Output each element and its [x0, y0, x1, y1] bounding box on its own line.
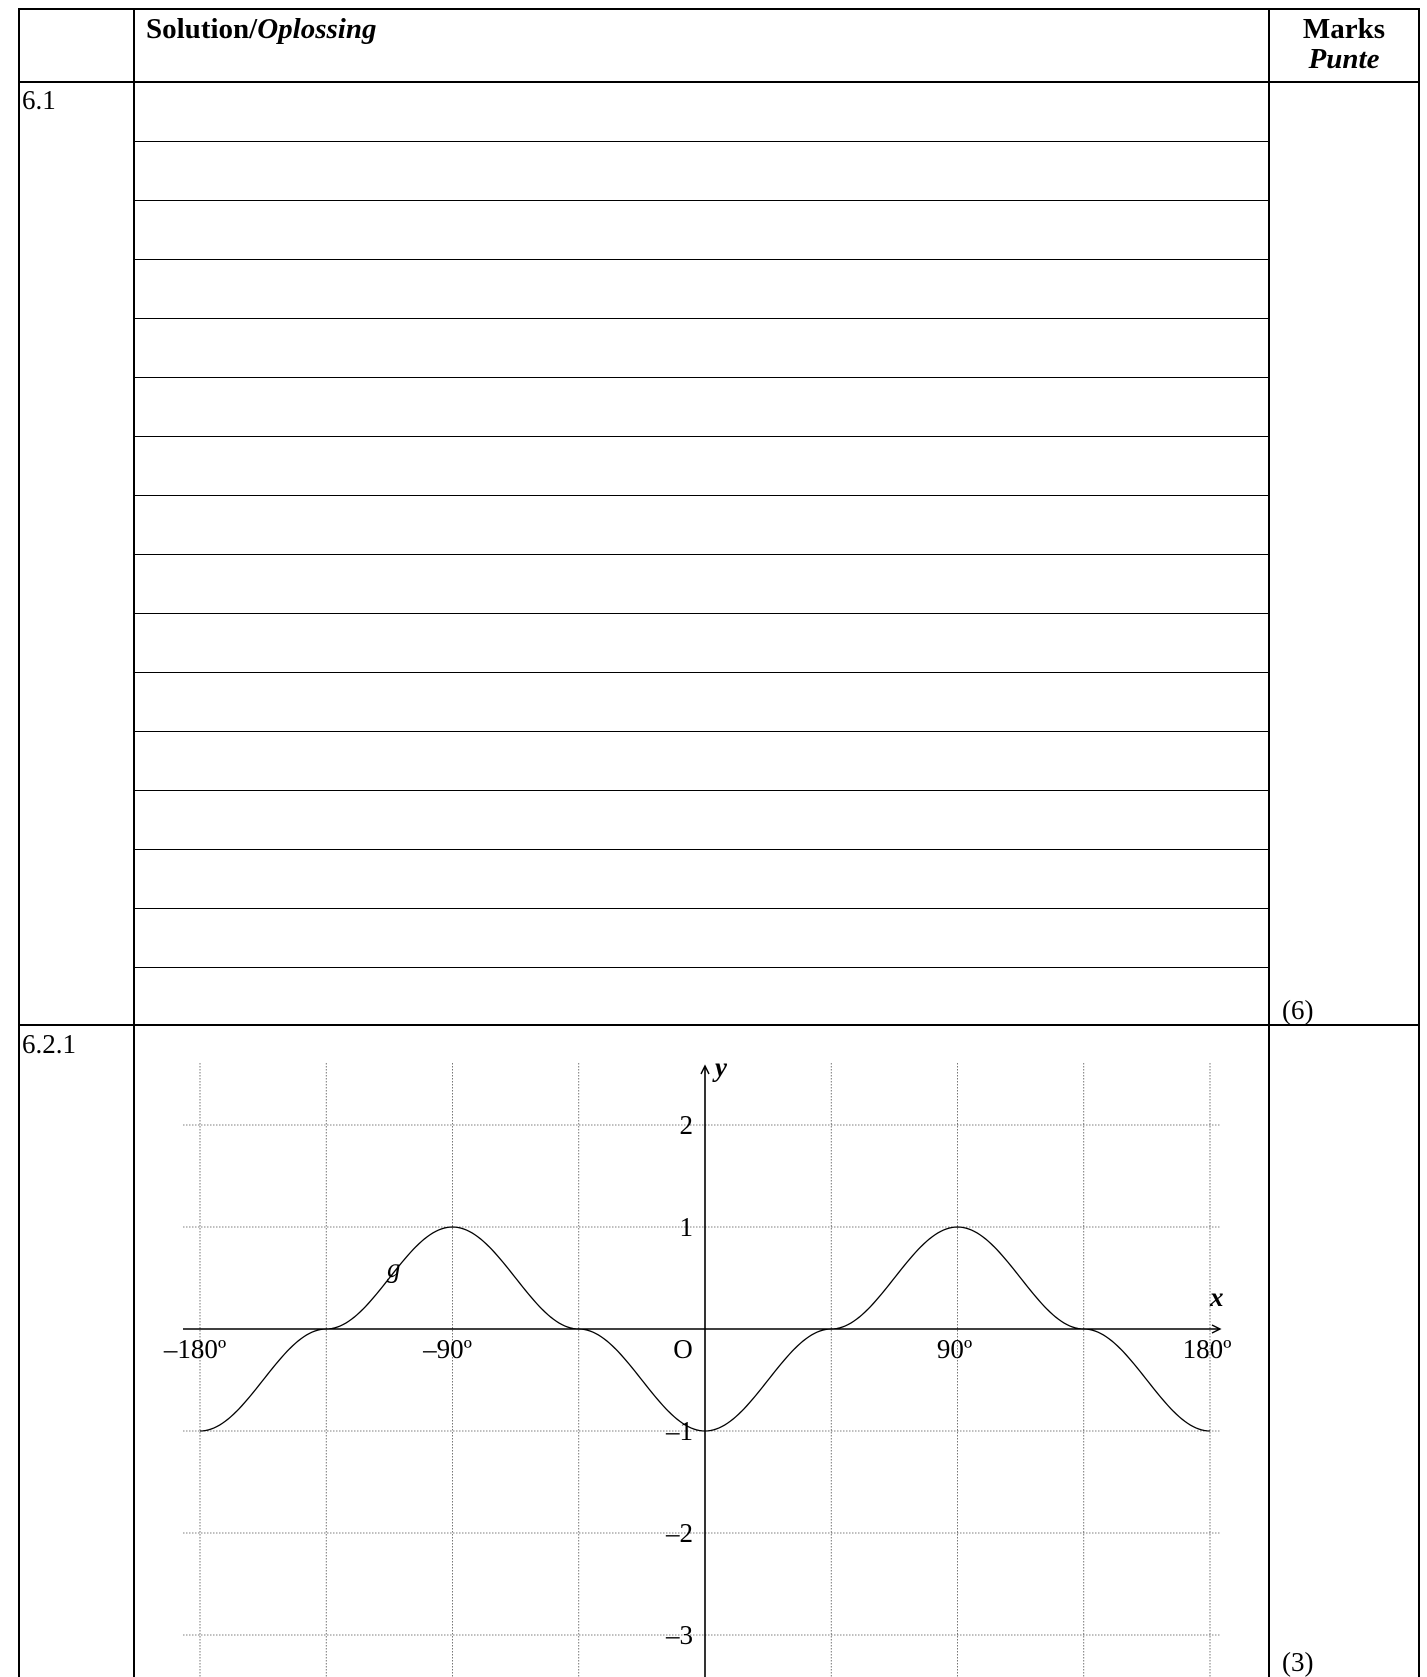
function-label-g: g: [387, 1253, 401, 1283]
marks-6-1: (6): [1282, 995, 1314, 1025]
answer-line[interactable]: [135, 318, 1268, 319]
curve-g: [199, 1226, 1211, 1432]
answer-line[interactable]: [135, 849, 1268, 850]
answer-line[interactable]: [135, 259, 1268, 260]
answer-line[interactable]: [135, 672, 1268, 673]
row-divider: [18, 1024, 1420, 1026]
solution-italic-label: Oplossing: [257, 13, 377, 45]
y-axis-arrow: [700, 1064, 710, 1075]
question-number-6-1: 6.1: [22, 85, 56, 115]
answer-line[interactable]: [135, 731, 1268, 732]
table-right-border: [1418, 8, 1420, 1677]
y-tick-label: –2: [665, 1518, 693, 1548]
table-left-border: [18, 8, 20, 1677]
x-axis-arrow: [1211, 1324, 1222, 1334]
header-bottom-border: [18, 81, 1420, 83]
solution-label: Solution/: [146, 13, 258, 45]
answer-line[interactable]: [135, 436, 1268, 437]
x-tick-label: –180º: [163, 1334, 226, 1364]
x-tick-label: 90º: [937, 1334, 972, 1364]
answer-line[interactable]: [135, 908, 1268, 909]
question-number-6-2-1: 6.2.1: [22, 1029, 76, 1059]
y-tick-label: –3: [665, 1620, 693, 1650]
graph-labels: –180º –90º 90º 180º 2 1 –1 –2 –3 Oy x g: [163, 1052, 1232, 1650]
answer-line[interactable]: [135, 790, 1268, 791]
table-top-border: [18, 8, 1420, 10]
answer-line[interactable]: [135, 613, 1268, 614]
answer-line[interactable]: [135, 967, 1268, 968]
y-axis-label: y: [712, 1052, 728, 1082]
marks-column-border: [1268, 8, 1270, 1677]
y-tick-label: –1: [665, 1416, 693, 1446]
marks-italic-label: Punte: [1308, 43, 1380, 75]
marks-label: Marks: [1302, 13, 1386, 45]
solution-header: Solution/Oplossing: [146, 14, 376, 44]
answer-line[interactable]: [135, 495, 1268, 496]
x-tick-label: –90º: [422, 1334, 472, 1364]
y-tick-label: 2: [680, 1110, 694, 1140]
answer-line[interactable]: [135, 200, 1268, 201]
answer-line[interactable]: [135, 554, 1268, 555]
axes: [183, 1064, 1222, 1677]
x-axis-label: x: [1209, 1282, 1224, 1312]
question-column-border: [133, 8, 135, 1677]
answer-line[interactable]: [135, 141, 1268, 142]
y-tick-label: 1: [680, 1212, 694, 1242]
x-tick-label: 180º: [1183, 1334, 1232, 1364]
marks-header: Marks Punte: [1270, 14, 1418, 74]
marks-6-2-1: (3): [1282, 1647, 1314, 1677]
answer-line[interactable]: [135, 377, 1268, 378]
grid: [183, 1063, 1220, 1677]
origin-label: O: [673, 1334, 693, 1364]
